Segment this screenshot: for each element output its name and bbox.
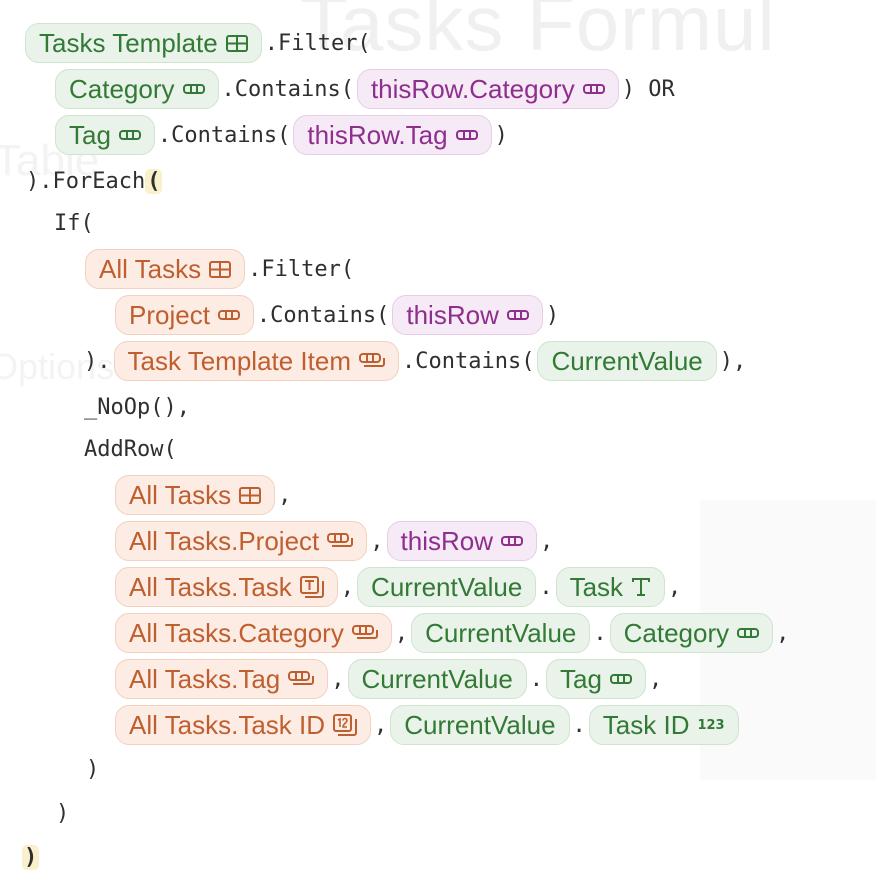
formula-line: AddRow( [84, 426, 177, 472]
formula-line: Project .Contains( thisRow ) [112, 292, 559, 338]
code-text: , [668, 574, 682, 600]
formula-line: If( [54, 200, 94, 246]
column-chip[interactable]: All Tasks.Task [115, 567, 338, 607]
property-chip[interactable]: Category [609, 613, 774, 653]
multi-lookup-icon [327, 533, 354, 549]
formula-line: All Tasks .Filter( [82, 246, 354, 292]
code-text: ) OR [621, 76, 675, 102]
column-chip[interactable]: All Tasks.Task ID [115, 705, 372, 745]
formula-line: All Tasks.Tag , CurrentValue . Tag , [112, 656, 662, 702]
background-title-watermark: Tasks Formul [300, 0, 776, 67]
code-text: AddRow( [84, 436, 177, 462]
this-row-chip[interactable]: thisRow.Category [356, 69, 619, 109]
formula-line: All Tasks.Task , CurrentValue . Task , [112, 564, 681, 610]
lookup-column-icon [609, 674, 632, 684]
code-text: _NoOp(), [84, 394, 190, 420]
formula-line: All Tasks.Task ID , CurrentValue . Task … [112, 702, 742, 748]
code-text: ). [84, 348, 111, 374]
this-row-chip[interactable]: thisRow [386, 521, 537, 561]
column-chip[interactable]: Tag [55, 115, 155, 155]
code-text: . [539, 574, 553, 600]
formula-line: ) [56, 790, 69, 836]
text-column-stack-icon [299, 576, 324, 598]
lookup-column-icon [217, 310, 240, 320]
matching-bracket-highlight: ) [22, 844, 40, 870]
code-text: ) [545, 302, 560, 328]
lookup-column-icon [501, 536, 523, 546]
this-row-chip[interactable]: thisRow.Tag [293, 115, 492, 155]
table-chip[interactable]: Tasks Template [25, 23, 262, 63]
lookup-column-icon [582, 84, 605, 94]
formula-line: Category .Contains( thisRow.Category ) O… [52, 66, 675, 112]
lookup-column-icon [737, 628, 760, 638]
code-text: , [540, 528, 554, 554]
formula-line: ).ForEach( [26, 158, 163, 204]
code-text: ) [494, 122, 508, 148]
formula-line: ) [86, 746, 99, 792]
formula-line: All Tasks.Category , CurrentValue . Cate… [112, 610, 789, 656]
multi-lookup-icon [288, 671, 315, 687]
column-chip[interactable]: Category [55, 69, 219, 109]
lookup-column-icon [182, 84, 205, 94]
multi-lookup-icon [351, 625, 378, 641]
lookup-column-icon [455, 130, 478, 140]
current-value-chip[interactable]: CurrentValue [357, 567, 537, 607]
table-icon [225, 34, 248, 52]
table-chip[interactable]: All Tasks [115, 475, 276, 515]
code-text: ), [719, 348, 747, 374]
code-text: .Contains( [221, 76, 354, 102]
code-text: .Contains( [157, 122, 291, 148]
number-type-icon: 123 [697, 717, 725, 733]
code-text: If( [54, 210, 94, 236]
code-text: . [593, 620, 607, 646]
code-text: .Filter( [248, 256, 355, 282]
matching-bracket-highlight: ( [145, 168, 163, 194]
this-row-chip[interactable]: thisRow [392, 295, 543, 335]
code-text: ) [86, 756, 100, 782]
formula-line: Tag .Contains( thisRow.Tag ) [52, 112, 508, 158]
code-text: ).ForEach [26, 168, 146, 194]
background-ghost-text: Options [0, 346, 115, 387]
formula-line: ). Task Template Item .Contains( Current… [84, 338, 746, 384]
code-text: . [572, 712, 586, 738]
code-text: , [331, 666, 345, 692]
current-value-chip[interactable]: CurrentValue [411, 613, 591, 653]
code-text: .Contains( [402, 348, 535, 374]
code-text: , [278, 482, 292, 508]
column-chip[interactable]: All Tasks.Project [115, 521, 368, 561]
column-chip[interactable]: All Tasks.Tag [115, 659, 329, 699]
code-text: .Contains( [256, 302, 390, 328]
code-text: , [340, 574, 355, 600]
lookup-column-icon [118, 130, 141, 140]
formula-line: All Tasks.Project , thisRow , [112, 518, 553, 564]
property-chip[interactable]: Task [555, 567, 666, 607]
code-text: , [648, 666, 663, 692]
column-chip[interactable]: All Tasks.Category [115, 613, 392, 653]
number-column-stack-icon [333, 714, 358, 736]
column-chip[interactable]: Project [115, 295, 254, 335]
code-text: .Filter( [264, 30, 371, 56]
formula-line: All Tasks , [112, 472, 291, 518]
current-value-chip[interactable]: CurrentValue [537, 341, 717, 381]
code-text: , [374, 712, 388, 738]
code-text: , [394, 620, 409, 646]
formula-line: ) [22, 834, 40, 880]
code-text: , [370, 528, 384, 554]
text-type-icon [631, 577, 651, 597]
current-value-chip[interactable]: CurrentValue [347, 659, 527, 699]
table-chip[interactable]: All Tasks [85, 249, 246, 289]
formula-line: Tasks Template .Filter( [22, 20, 371, 66]
formula-line: _NoOp(), [84, 384, 190, 430]
table-icon [209, 260, 232, 278]
lookup-column-icon [506, 310, 529, 320]
code-text: ) [56, 800, 70, 826]
property-chip[interactable]: Tag [546, 659, 646, 699]
code-text: , [776, 620, 790, 646]
table-icon [239, 486, 262, 504]
multi-lookup-icon [359, 353, 386, 369]
current-value-chip[interactable]: CurrentValue [390, 705, 570, 745]
column-chip[interactable]: Task Template Item [113, 341, 400, 381]
code-text: . [529, 666, 544, 692]
